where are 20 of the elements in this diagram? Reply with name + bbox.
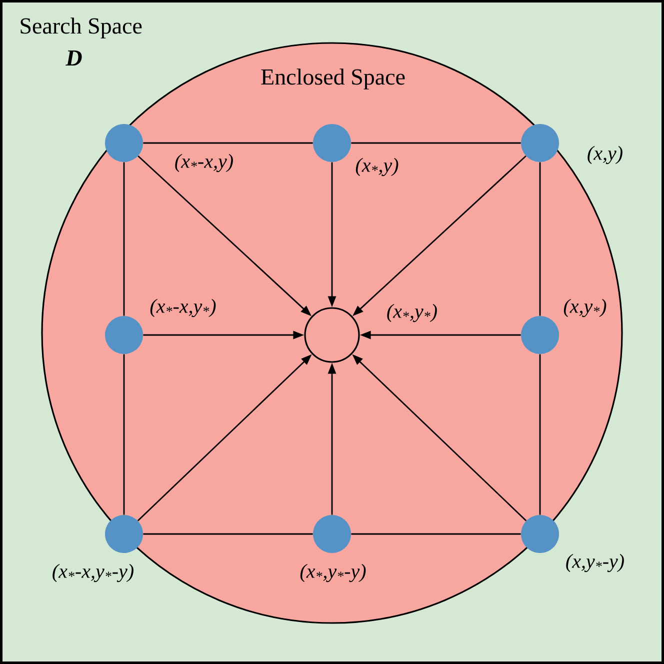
connector-line — [143, 142, 313, 144]
connector-line — [143, 533, 313, 535]
coordinate-label: (x$_{*}$,y$_{*}$) — [387, 304, 437, 322]
connector-line — [123, 162, 125, 316]
domain-symbol: D — [66, 50, 82, 66]
coordinate-label: (x$_{*}$,y) — [356, 158, 398, 176]
coordinate-label: (x$_{*}$,y$_{*}$-y) — [300, 564, 366, 582]
coordinate-label: (x$_{*}$-x,y$_{*}$) — [150, 298, 216, 318]
coordinate-label: (x$_{*}$-x,y) — [175, 154, 233, 172]
connector-line — [351, 533, 521, 535]
panel-title: Search Space — [20, 18, 142, 38]
coordinate-label: (x,y$_{*}$) — [564, 298, 606, 318]
coordinate-label: (x$_{*}$-x,y$_{*}$-y) — [52, 564, 134, 582]
connector-line — [539, 162, 541, 316]
region-title: Enclosed Space — [261, 68, 405, 90]
coordinate-label: (x,y) — [588, 146, 622, 164]
connector-line — [539, 354, 541, 515]
coordinate-label: (x,y$_{*}$-y) — [566, 554, 624, 572]
connector-line — [123, 354, 125, 515]
connector-line — [351, 142, 521, 144]
